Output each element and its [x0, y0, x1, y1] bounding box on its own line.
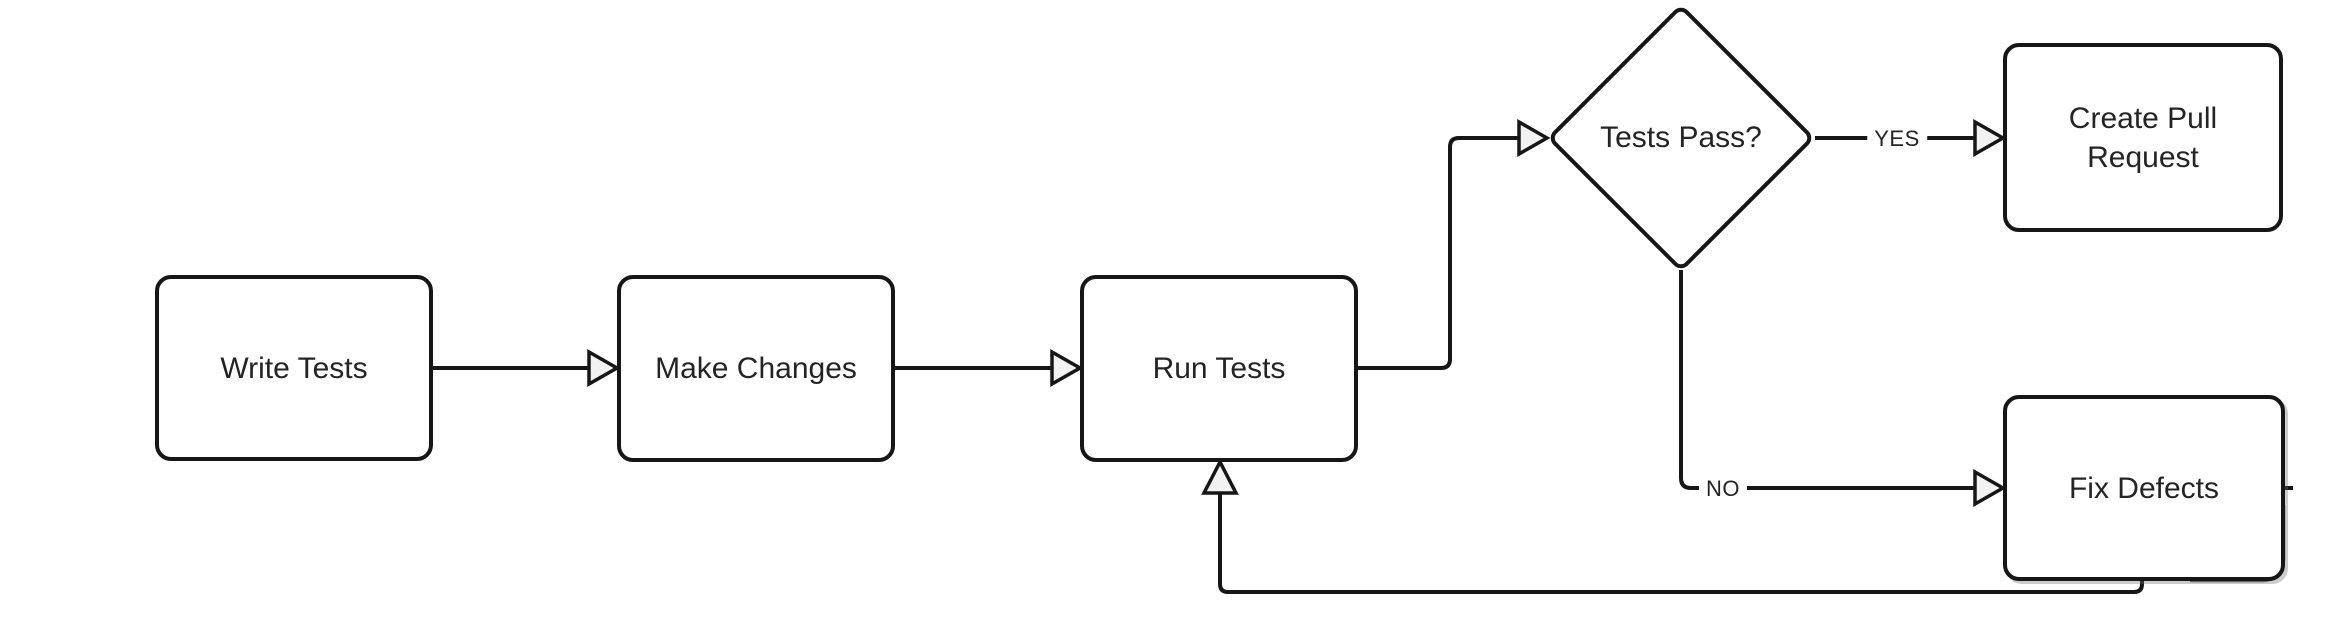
- arrowhead-icon: [1201, 458, 1239, 495]
- node-make-changes[interactable]: Make Changes: [617, 275, 895, 462]
- node-label: Write Tests: [220, 351, 368, 385]
- arrowhead-icon: [1517, 118, 1551, 158]
- edge-run-tests-to-tests-pass: [1358, 136, 1519, 370]
- node-write-tests[interactable]: Write Tests: [155, 275, 433, 461]
- node-label: Fix Defects: [2068, 471, 2220, 505]
- arrowhead-icon: [1973, 468, 2007, 508]
- node-run-tests[interactable]: Run Tests: [1080, 275, 1358, 462]
- edge-label-no: NO: [1699, 475, 1747, 503]
- node-create-pull-request[interactable]: Create Pull Request: [2003, 43, 2283, 232]
- edge-no-to-fix-defects: [1679, 270, 1975, 490]
- edge-fix-defects-to-run-tests: [1218, 494, 2144, 594]
- arrowhead-icon: [1973, 118, 2007, 158]
- edge-label-yes: YES: [1867, 125, 1927, 153]
- node-label: Make Changes: [655, 352, 857, 385]
- arrowhead-icon: [1050, 348, 1084, 388]
- arrowhead-icon: [587, 348, 621, 388]
- node-label: Create Pull Request: [2068, 101, 2218, 174]
- node-label: Run Tests: [1152, 352, 1286, 385]
- node-fix-defects[interactable]: Fix Defects: [2003, 395, 2285, 581]
- node-label: Tests Pass?: [1600, 121, 1762, 154]
